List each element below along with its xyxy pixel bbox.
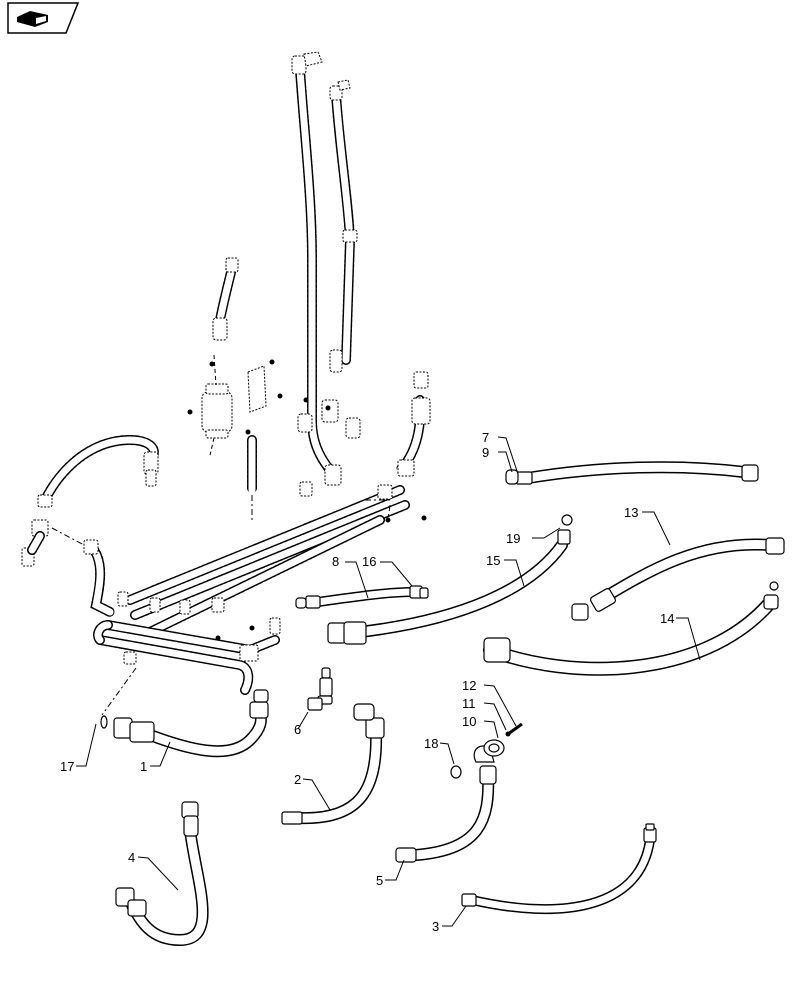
callout-6: 6 xyxy=(294,722,301,737)
hose-part-4[interactable] xyxy=(115,801,209,947)
callout-19: 19 xyxy=(506,531,520,546)
callout-4: 4 xyxy=(128,850,135,865)
hose-part-2[interactable] xyxy=(281,703,385,825)
callout-9: 9 xyxy=(482,445,489,460)
hose-part-15[interactable] xyxy=(327,514,573,645)
hose-part-1[interactable] xyxy=(100,689,269,758)
callout-14: 14 xyxy=(660,611,674,626)
callout-10: 10 xyxy=(462,714,476,729)
hose-part-8[interactable] xyxy=(295,585,429,609)
frame-assembly-dashed xyxy=(21,51,431,716)
o-ring-part-18[interactable] xyxy=(450,765,462,779)
callout-11: 11 xyxy=(462,696,476,711)
callout-13: 13 xyxy=(624,505,638,520)
callout-2: 2 xyxy=(294,772,301,787)
callout-16: 16 xyxy=(362,554,376,569)
hose-part-13[interactable] xyxy=(571,537,785,621)
callout-18: 18 xyxy=(424,736,438,751)
callout-3: 3 xyxy=(432,919,439,934)
leader-lines xyxy=(76,436,701,927)
flange-part-10[interactable] xyxy=(483,722,523,757)
callout-5: 5 xyxy=(376,873,383,888)
callout-8: 8 xyxy=(332,554,339,569)
hose-part-5[interactable] xyxy=(395,745,497,863)
callout-17: 17 xyxy=(60,759,74,774)
callout-7: 7 xyxy=(482,430,489,445)
hose-part-14[interactable] xyxy=(483,581,779,676)
fitting-part-6[interactable] xyxy=(307,667,333,711)
callout-1: 1 xyxy=(140,759,147,774)
book-page-icon[interactable] xyxy=(7,2,80,34)
hose-part-7[interactable] xyxy=(505,461,759,485)
callout-12: 12 xyxy=(462,678,476,693)
callout-labels: 7 9 13 14 15 19 8 16 6 1 17 2 4 5 3 18 1… xyxy=(60,430,674,934)
callout-15: 15 xyxy=(486,553,500,568)
hose-part-3[interactable] xyxy=(461,823,657,915)
